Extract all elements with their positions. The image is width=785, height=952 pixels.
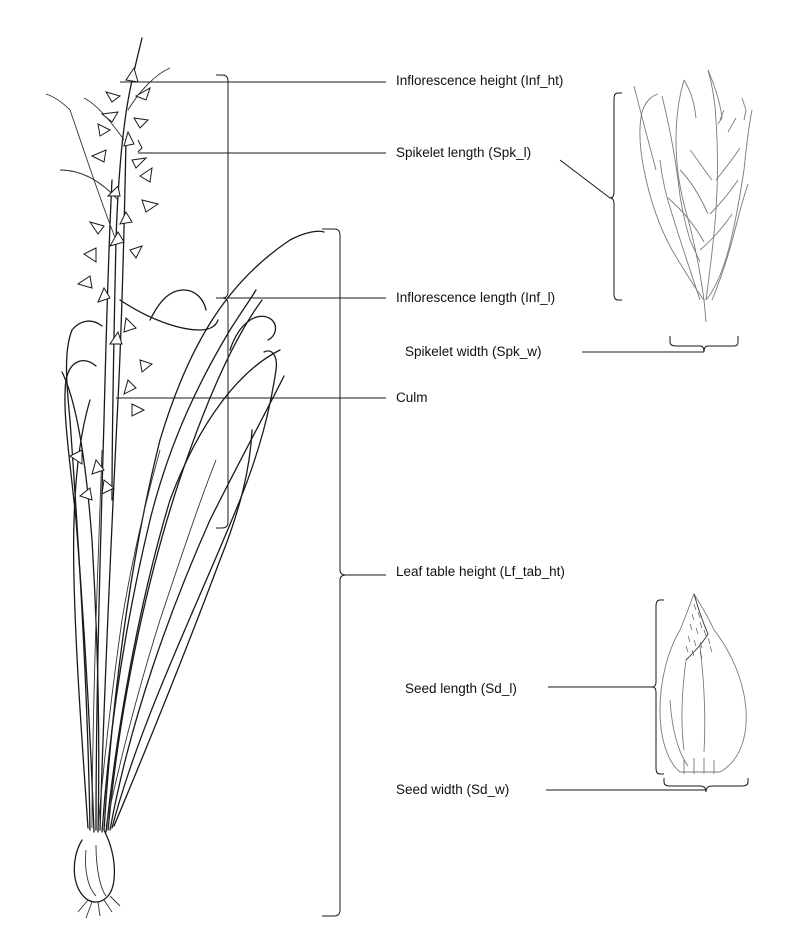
label-leaf-table-height: Leaf table height (Lf_tab_ht): [396, 564, 565, 579]
label-seed-length: Seed length (Sd_l): [405, 681, 517, 696]
label-spikelet-width: Spikelet width (Spk_w): [405, 344, 542, 359]
spikelet-length-bracket: [609, 92, 622, 301]
inflorescence-height-bracket: [216, 74, 229, 299]
label-culm: Culm: [396, 390, 428, 405]
inflorescence-length-bracket: [216, 297, 229, 529]
spikelet-cluster: [69, 66, 160, 501]
seed-width-bracket: [663, 778, 749, 793]
label-inflorescence-length: Inflorescence length (Inf_l): [396, 290, 556, 305]
label-spikelet-length: Spikelet length (Spk_l): [396, 145, 532, 160]
spikelet-detail-illustration: [633, 69, 753, 323]
plant-illustration: [45, 37, 325, 919]
leader-spikelet-length: [137, 139, 386, 154]
label-seed-width: Seed width (Sd_w): [396, 782, 510, 797]
seed-length-bracket: [651, 599, 664, 775]
spikelet-width-bracket: [669, 336, 739, 353]
leaf-table-height-bracket: [322, 228, 347, 917]
label-inflorescence-height: Inflorescence height (Inf_ht): [396, 73, 564, 88]
leader-spikelet-length-detail: [559, 159, 611, 199]
seed-detail-illustration: [659, 592, 747, 774]
